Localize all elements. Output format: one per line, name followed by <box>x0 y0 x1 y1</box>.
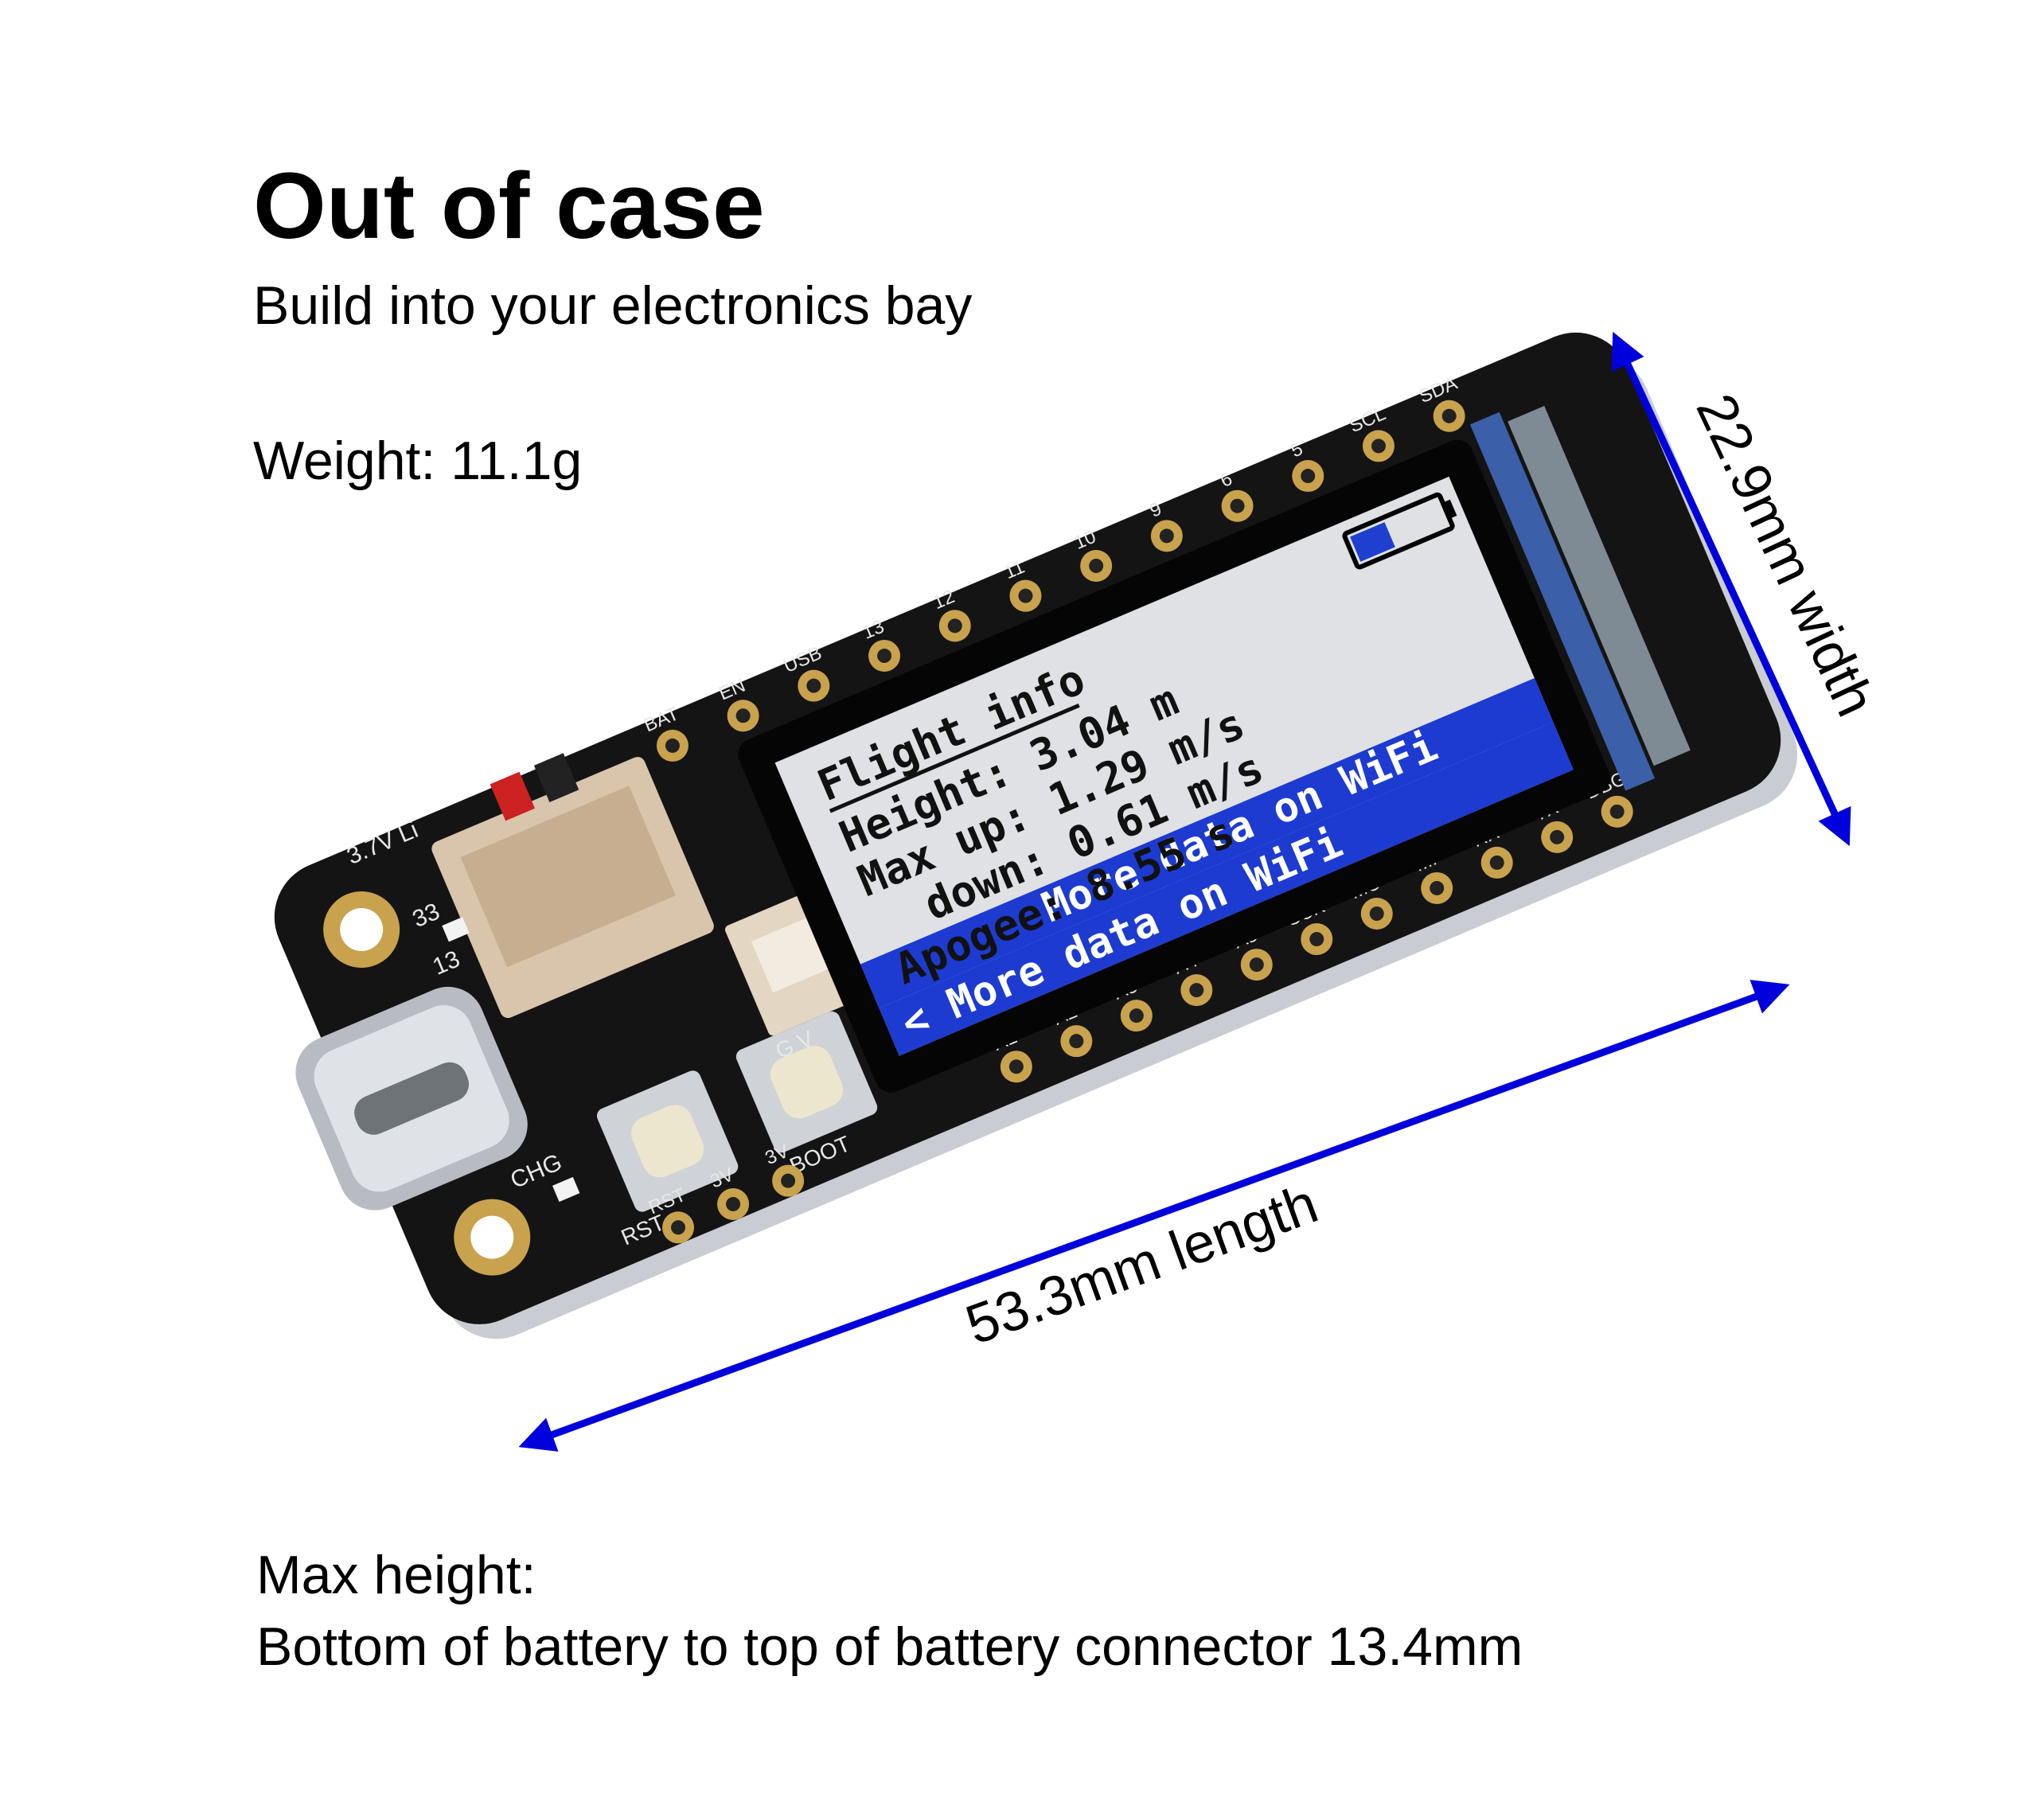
header-pin-scl: SCL <box>1346 403 1395 462</box>
lcd-banner-top-bg <box>860 678 1554 1008</box>
weight-spec: Weight: 11.1g <box>253 431 583 491</box>
battery-connector <box>431 753 714 1019</box>
page-title: Out of case <box>253 154 765 259</box>
usb-c-port <box>295 986 528 1211</box>
max-height-detail: Bottom of battery to top of battery conn… <box>256 1616 1523 1677</box>
mount-hole-bottom <box>454 1199 531 1276</box>
width-dimension-arrow <box>1611 331 1851 847</box>
lcd-title-underline <box>829 704 1080 813</box>
lcd-banner-bottom-bg <box>879 722 1574 1056</box>
feather-board: 3.7V Li 33 13 CHG RST BOOT G V C BATENUS… <box>274 332 1798 1339</box>
battery-icon <box>1342 492 1457 570</box>
led-33 <box>442 917 470 942</box>
length-dimension-arrow <box>518 980 1790 1452</box>
mount-hole-top <box>323 891 400 968</box>
max-height-spec: Max height: Bottom of battery to top of … <box>256 1540 1523 1683</box>
max-height-label: Max height: <box>256 1545 536 1605</box>
page-subtitle: Build into your electronics bay <box>253 275 973 336</box>
